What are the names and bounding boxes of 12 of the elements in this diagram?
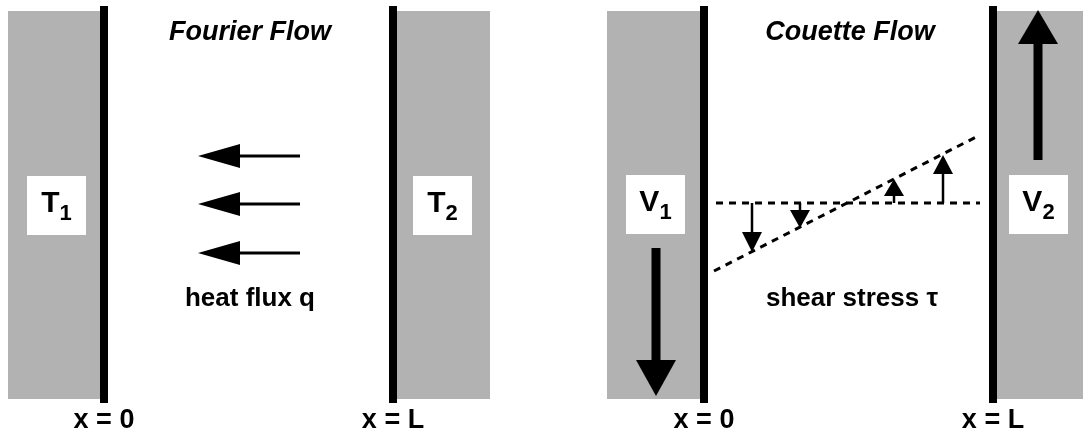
velocity-box: V$_{2}$ bbox=[1009, 175, 1068, 234]
panel-title: Fourier Flow bbox=[169, 16, 331, 47]
position-label: x = 0 bbox=[73, 404, 135, 435]
quantity-label: shear stress τ bbox=[766, 282, 938, 313]
velocity-box: V$_{1}$ bbox=[626, 175, 685, 234]
quantity-label: heat flux q bbox=[185, 282, 315, 313]
position-label: x = 0 bbox=[673, 404, 735, 435]
position-label: x = L bbox=[361, 404, 425, 435]
panel-title: Couette Flow bbox=[765, 16, 935, 47]
temperature-box: T$_{2}$ bbox=[413, 176, 472, 235]
position-label: x = L bbox=[961, 404, 1025, 435]
temperature-box: T$_{1}$ bbox=[27, 176, 86, 235]
